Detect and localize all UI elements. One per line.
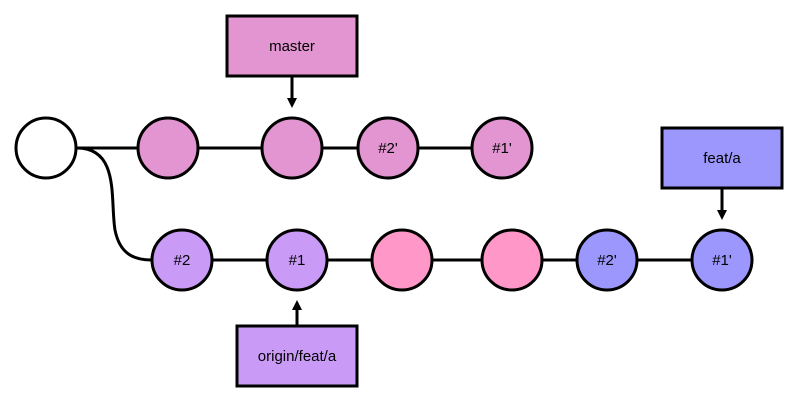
commit-master-0	[136, 116, 200, 180]
edge-branch-curve	[76, 146, 153, 262]
commit-feature-3-circle	[480, 228, 544, 292]
commit-initial	[14, 116, 78, 180]
commit-master-3-label: #1'	[492, 140, 512, 157]
ref-master: master	[225, 14, 359, 78]
commit-master-2: #2'	[356, 116, 420, 180]
commit-master-2-label: #2'	[378, 140, 398, 157]
ref-feat: feat/a	[660, 126, 784, 190]
commit-feature-0-circle	[150, 228, 214, 292]
commit-master-2-circle	[356, 116, 420, 180]
commit-nodes: #2' #1' #2 #1 #2' #1'	[14, 116, 754, 292]
commit-initial-circle	[14, 116, 78, 180]
commit-feature-1-circle	[265, 228, 329, 292]
ref-feat-label: feat/a	[703, 150, 741, 167]
ref-master-box	[225, 14, 359, 78]
commit-feature-2	[370, 228, 434, 292]
commit-feature-2-circle	[370, 228, 434, 292]
commit-feature-1-label: #1	[289, 252, 306, 269]
commit-feature-5-label: #1'	[712, 252, 732, 269]
commit-feature-0: #2	[150, 228, 214, 292]
ref-origin-box	[235, 324, 359, 388]
commit-feature-4: #2'	[575, 228, 639, 292]
ref-feat-box	[660, 126, 784, 190]
ref-origin-label: origin/feat/a	[258, 348, 337, 365]
commit-feature-4-label: #2'	[597, 252, 617, 269]
commit-master-1-circle	[260, 116, 324, 180]
commit-feature-0-label: #2	[174, 252, 191, 269]
ref-master-label: master	[269, 38, 315, 55]
ref-origin: origin/feat/a	[235, 324, 359, 388]
commit-master-0-circle	[136, 116, 200, 180]
commit-master-3-circle	[470, 116, 534, 180]
commit-feature-4-circle	[575, 228, 639, 292]
ref-arrows	[287, 76, 727, 326]
commit-feature-1: #1	[265, 228, 329, 292]
commit-feature-5-circle	[690, 228, 754, 292]
commit-feature-5: #1'	[690, 228, 754, 292]
commit-master-3: #1'	[470, 116, 534, 180]
commit-feature-3	[480, 228, 544, 292]
commit-master-1	[260, 116, 324, 180]
